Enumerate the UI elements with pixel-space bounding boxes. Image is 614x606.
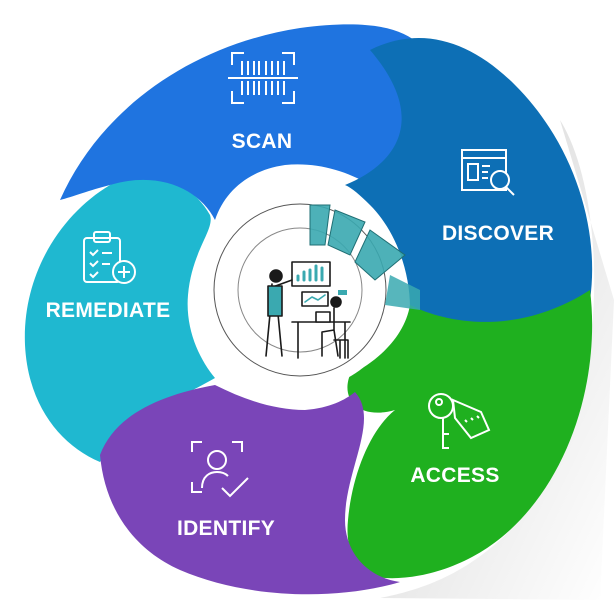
center-ring-inner (237, 227, 363, 353)
barcode-scan-icon (228, 52, 298, 104)
search-document-icon (461, 149, 515, 196)
center-ring-outer (213, 203, 387, 377)
segment-label-discover: DISCOVER (441, 222, 555, 245)
segment-label-remediate: REMEDIATE (45, 299, 171, 322)
segment-label-access: ACCESS (410, 464, 500, 487)
segment-identify[interactable] (100, 385, 400, 595)
segment-label-scan: SCAN (231, 130, 293, 153)
segment-discover[interactable] (345, 37, 593, 332)
drop-shadow (380, 120, 614, 600)
clipboard-checklist-icon (83, 231, 136, 284)
segment-label-identify: IDENTIFY (176, 517, 276, 540)
team-analytics-illustration (265, 261, 351, 359)
segment-remediate[interactable] (24, 176, 215, 462)
user-check-icon (191, 441, 249, 498)
segment-scan[interactable] (60, 24, 432, 220)
center-disk (200, 190, 400, 390)
key-tag-icon (428, 393, 491, 449)
center-accent-wedges (309, 204, 420, 310)
segment-access[interactable] (347, 290, 593, 579)
